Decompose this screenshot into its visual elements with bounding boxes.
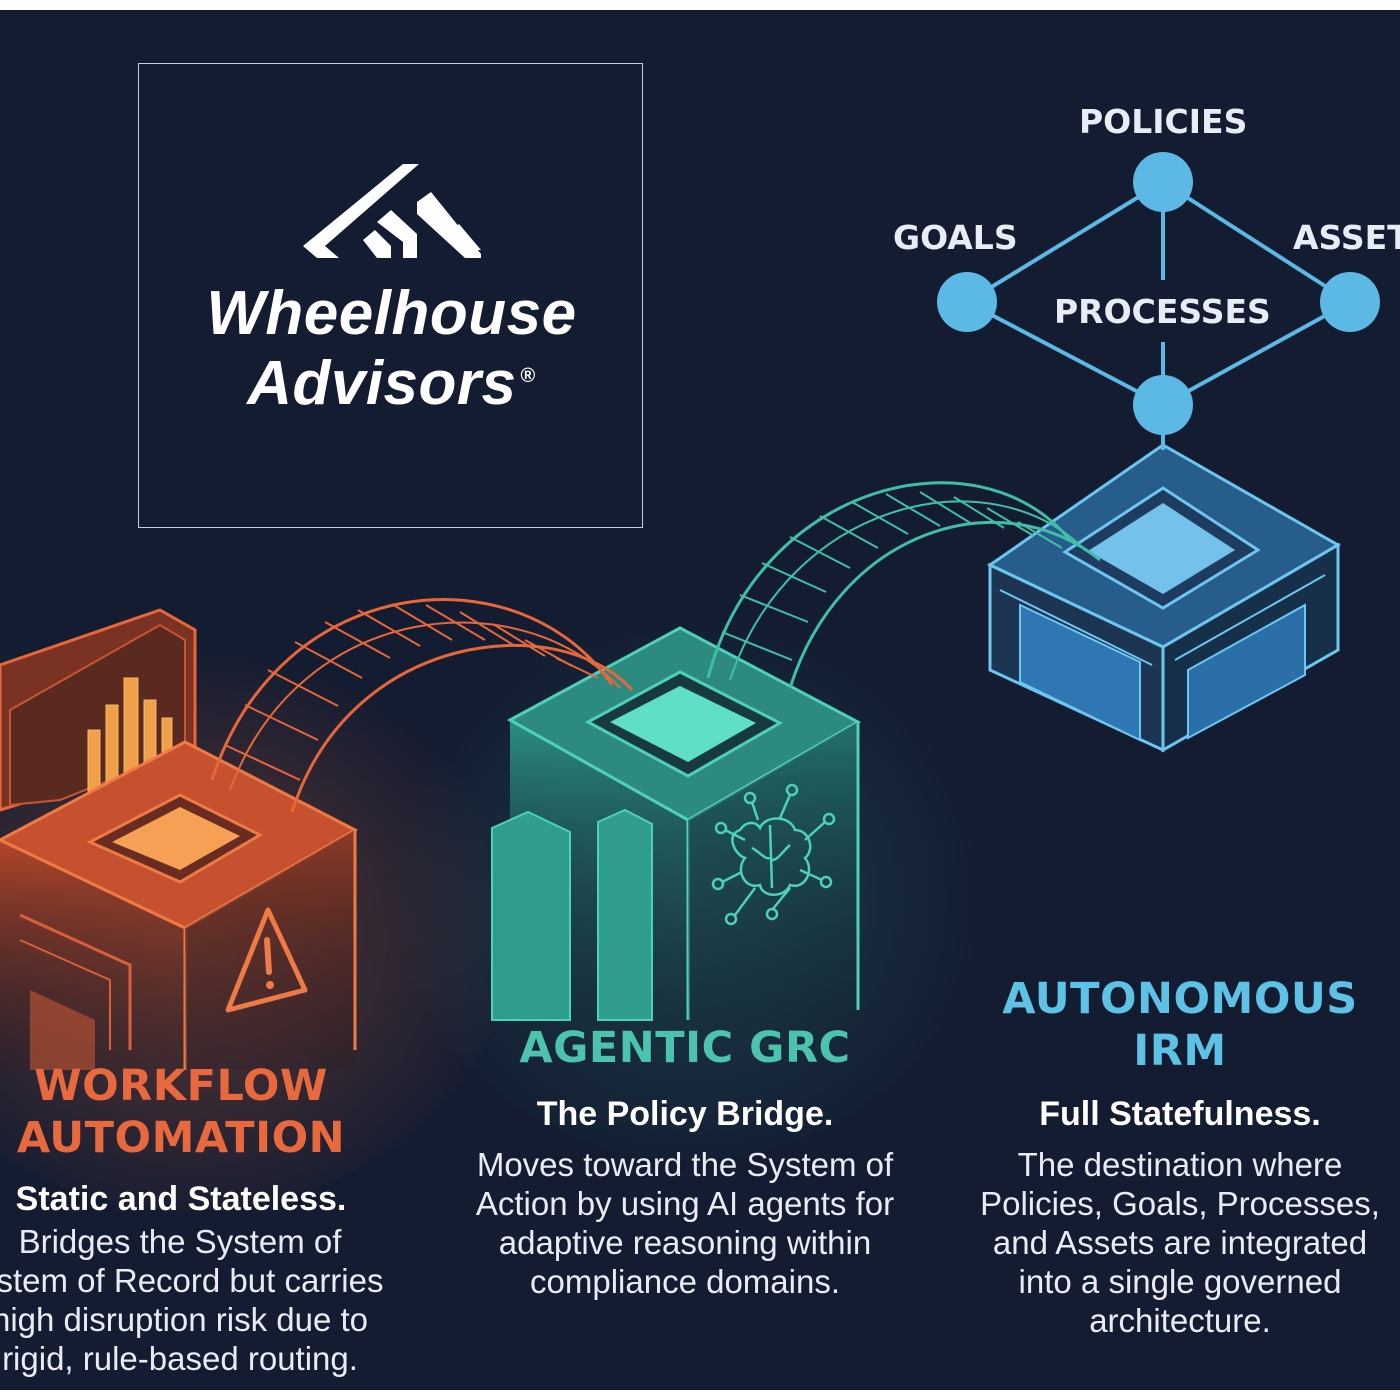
logo-wordmark-advisors: Advisors xyxy=(247,349,517,418)
stage-description: The destination where Policies, Goals, P… xyxy=(970,1145,1390,1340)
stage-subtitle: The Policy Bridge. xyxy=(536,1095,834,1133)
stage-description-line: Action by using AI agents for xyxy=(475,1185,895,1222)
goals-node xyxy=(937,272,997,332)
bridge-agentic-to-autonomous xyxy=(706,481,1101,689)
stage-title-line: AUTOMATION xyxy=(16,1113,346,1163)
node-label-goals: GOALS xyxy=(893,218,1018,257)
stage-description-line: ystem of Record but carries xyxy=(0,1262,384,1299)
stage-title: AUTONOMOUS IRM xyxy=(990,973,1370,1077)
infographic-canvas: Wheelhouse Advisors® POLICIES GOALS ASSE… xyxy=(0,10,1400,1390)
brain-network-icon xyxy=(711,783,836,926)
registered-mark: ® xyxy=(520,365,536,388)
stage-description-line: The destination where xyxy=(1017,1146,1343,1183)
stage-description-line: rigid, rule-based routing. xyxy=(2,1340,358,1377)
warning-triangle-icon xyxy=(225,907,308,1013)
logo-wordmark-line1: Wheelhouse xyxy=(206,279,577,348)
node-label-policies: POLICIES xyxy=(1079,102,1248,141)
network-diagram xyxy=(937,152,1380,450)
node-label-processes: PROCESSES xyxy=(1054,292,1271,331)
logo-wordmark-line2: Advisors® xyxy=(139,348,644,419)
stage-description-line: architecture. xyxy=(1089,1302,1271,1339)
stage-description: Moves toward the System of Action by usi… xyxy=(465,1145,905,1301)
stage-title-line: WORKFLOW xyxy=(34,1061,328,1111)
agentic-grc-block xyxy=(491,626,862,1040)
stage-subtitle: Static and Stateless. xyxy=(15,1180,347,1218)
assets-node xyxy=(1320,272,1380,332)
workflow-automation-block xyxy=(0,608,359,1070)
artwork xyxy=(0,152,1380,1210)
stage-title-line: AUTONOMOUS xyxy=(1002,974,1358,1024)
stage-description-line: adaptive reasoning within xyxy=(498,1224,872,1261)
node-label-assets: ASSET xyxy=(1293,218,1400,257)
wheelhouse-logo-mark xyxy=(303,164,481,258)
stage-description-line: Policies, Goals, Processes, xyxy=(980,1185,1380,1222)
stage-title: WORKFLOW AUTOMATION xyxy=(0,1060,362,1164)
processes-node xyxy=(1133,375,1193,435)
stage-title: AGENTIC GRC xyxy=(485,1022,885,1074)
stage-description-line: compliance domains. xyxy=(530,1263,840,1300)
policies-node xyxy=(1133,152,1193,212)
bridge-workflow-to-agentic xyxy=(210,598,634,813)
stage-title-line: IRM xyxy=(1133,1026,1227,1076)
autonomous-irm-block xyxy=(987,443,1342,753)
stage-description-line: into a single governed xyxy=(1018,1263,1342,1300)
logo-box: Wheelhouse Advisors® xyxy=(138,63,643,528)
stage-description-line: and Assets are integrated xyxy=(992,1224,1368,1261)
stage-subtitle: Full Statefulness. xyxy=(1039,1095,1321,1133)
stage-description-line: high disruption risk due to xyxy=(0,1301,369,1338)
stage-title-line: AGENTIC GRC xyxy=(519,1023,851,1073)
stage-description-line: Moves toward the System of xyxy=(476,1146,894,1183)
stage-description-line: Bridges the System of xyxy=(18,1223,342,1260)
stage-description: Bridges the System of ystem of Record bu… xyxy=(0,1222,384,1378)
